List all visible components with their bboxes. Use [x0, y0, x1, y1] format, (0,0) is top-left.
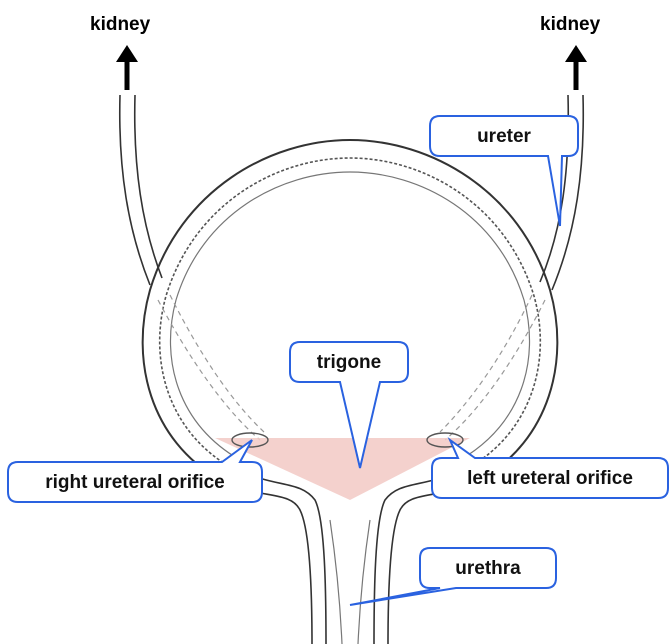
ureter-label: ureter — [430, 126, 578, 148]
right-ureteral-orifice-label: right ureteral orifice — [8, 472, 262, 494]
trigone-label: trigone — [290, 352, 408, 374]
left-ureteral-orifice-label: left ureteral orifice — [432, 468, 668, 490]
urethra-label: urethra — [420, 558, 556, 580]
kidney-label-right: kidney — [90, 14, 150, 36]
kidney-label-left: kidney — [540, 14, 600, 36]
